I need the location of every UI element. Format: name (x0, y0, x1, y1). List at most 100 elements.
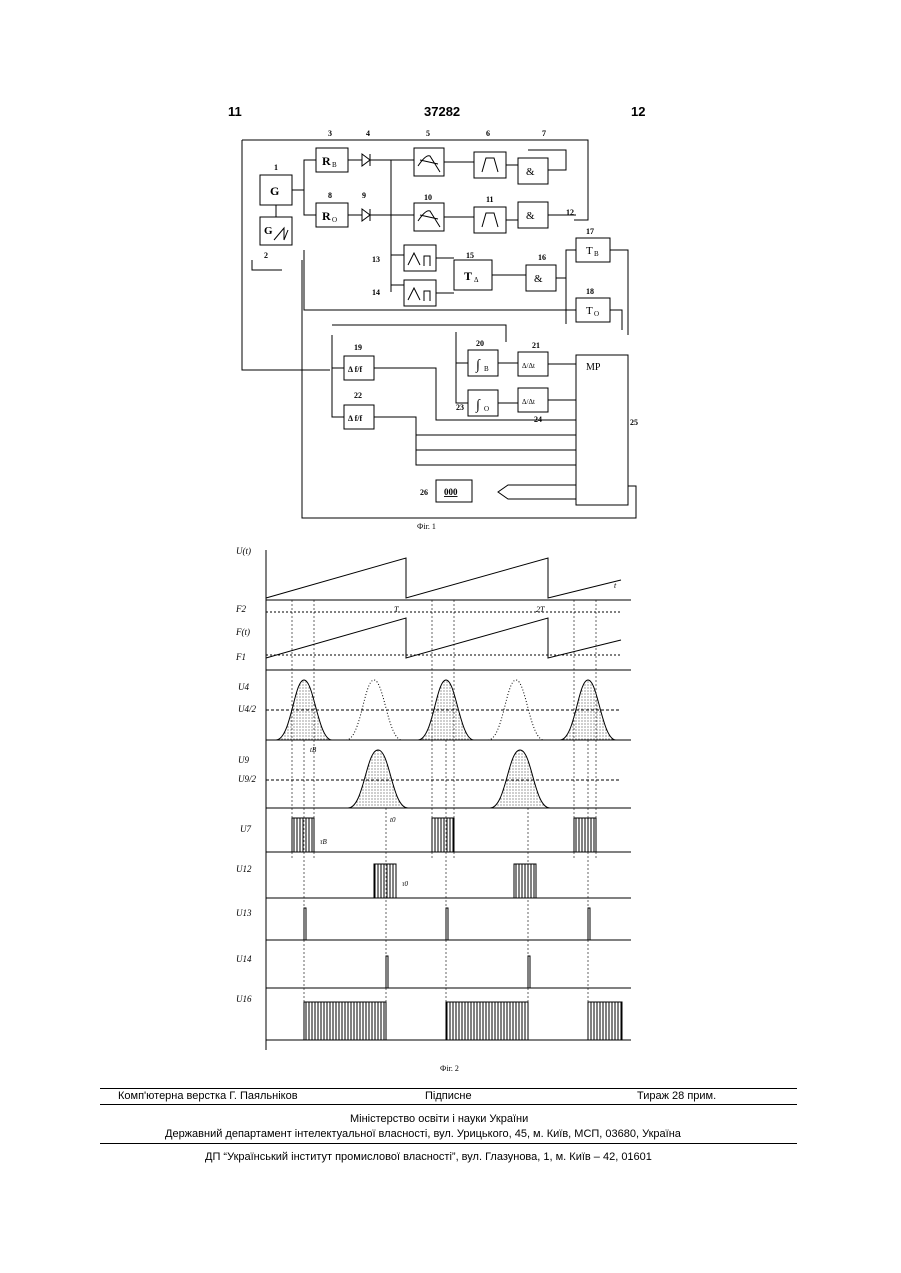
sawtooth-u (266, 558, 621, 598)
svg-text:&: & (526, 210, 535, 222)
svg-text:O: O (332, 216, 337, 224)
footer-rule-bottom (100, 1143, 797, 1144)
gate-u7-2 (432, 818, 454, 852)
svg-text:7: 7 (542, 129, 546, 138)
footer-institute: ДП “Український інститут промислової вла… (205, 1151, 652, 1163)
page-number-left: 11 (228, 104, 242, 119)
integrator-b (468, 350, 498, 376)
gate-u16-3 (588, 1002, 622, 1040)
feedback-line-2 (252, 260, 282, 270)
svg-text:R: R (322, 209, 331, 223)
svg-text:U14: U14 (236, 954, 252, 964)
peak-detector-6 (474, 152, 506, 178)
svg-text:&: & (526, 166, 535, 178)
trigger-to (576, 298, 610, 322)
svg-text:18: 18 (586, 287, 594, 296)
feedback-line-3 (304, 250, 566, 324)
gate-u12-1 (374, 864, 396, 898)
svg-text:Δ/Δt: Δ/Δt (522, 398, 535, 406)
spikes-u14 (386, 956, 530, 988)
svg-text:U4/2: U4/2 (238, 704, 257, 714)
svg-text:T: T (586, 245, 593, 257)
svg-text:15: 15 (466, 251, 474, 260)
svg-text:F2: F2 (236, 604, 246, 614)
svg-text:000: 000 (444, 487, 458, 497)
svg-text:20: 20 (476, 339, 484, 348)
svg-text:B: B (332, 161, 337, 169)
svg-text:T: T (464, 269, 472, 283)
page-number-right: 12 (631, 104, 645, 119)
gate-u16-1 (304, 1002, 386, 1040)
generator-label: G (270, 184, 279, 198)
footer-signed: Підписне (425, 1090, 472, 1102)
feedback-line-top (242, 140, 588, 220)
block-numbers: 1 2 3 4 5 6 7 8 9 10 11 12 13 14 15 16 1… (264, 129, 638, 497)
gen-out-lines (292, 160, 316, 215)
svg-text:U13: U13 (236, 908, 252, 918)
pulse-u9-2 (490, 750, 550, 808)
footer-rule-middle (100, 1104, 797, 1105)
svg-text:5: 5 (426, 129, 430, 138)
footer-layout: Комп'ютерна верстка Г. Паяльніков (118, 1090, 298, 1102)
gate-u7-3 (574, 818, 596, 852)
svg-text:U16: U16 (236, 994, 252, 1004)
svg-text:t: t (614, 581, 617, 590)
gate-u7-1 (292, 818, 314, 852)
svg-text:G: G (264, 225, 273, 237)
figure1-caption: Фіг. 1 (417, 522, 436, 531)
svg-text:∫: ∫ (475, 398, 481, 413)
svg-text:Δ f/f: Δ f/f (348, 414, 362, 423)
svg-text:Δ f/f: Δ f/f (348, 365, 362, 374)
svg-text:10: 10 (424, 193, 432, 202)
svg-text:U(t): U(t) (236, 546, 251, 556)
trigger-t-delta (454, 260, 492, 290)
svg-text:t0: t0 (390, 816, 396, 824)
svg-text:23: 23 (456, 403, 464, 412)
svg-text:6: 6 (486, 129, 490, 138)
threshold-14 (404, 280, 436, 306)
svg-text:12: 12 (566, 208, 574, 217)
svg-text:2: 2 (264, 251, 268, 260)
sawtooth-icon (274, 228, 288, 240)
svg-text:&: & (534, 273, 543, 285)
svg-text:τB: τB (320, 838, 328, 846)
svg-text:F1: F1 (236, 652, 246, 662)
svg-text:9: 9 (362, 191, 366, 200)
spikes-u13 (304, 908, 590, 940)
svg-text:4: 4 (366, 129, 370, 138)
svg-text:26: 26 (420, 488, 428, 497)
svg-text:МР: МР (586, 362, 601, 373)
svg-text:3: 3 (328, 129, 332, 138)
output-arrow (498, 485, 576, 499)
footer-circulation: Тираж 28 прим. (637, 1090, 716, 1102)
footer-department: Державний департамент інтелектуальної вл… (165, 1128, 681, 1140)
patent-number: 37282 (424, 104, 460, 119)
sawtooth-f (266, 618, 621, 658)
svg-text:∫: ∫ (475, 358, 481, 373)
svg-text:T: T (586, 305, 593, 317)
svg-text:B: B (484, 365, 489, 373)
trigger-tb (576, 238, 610, 262)
svg-text:14: 14 (372, 288, 380, 297)
svg-text:2T: 2T (536, 605, 545, 614)
svg-text:O: O (594, 310, 599, 318)
svg-text:16: 16 (538, 253, 546, 262)
microprocessor-block (576, 355, 628, 505)
svg-text:11: 11 (486, 195, 494, 204)
block-diagram: G G R B R O & & T Δ & T B T O (236, 120, 656, 520)
footer-rule-top (100, 1088, 797, 1089)
gate-u16-2 (446, 1002, 528, 1040)
timing-diagram: U(t) F2 F(t) F1 U4 U4/2 U9 U9/2 U7 U12 U… (236, 540, 636, 1060)
svg-text:R: R (322, 154, 331, 168)
svg-text:19: 19 (354, 343, 362, 352)
svg-text:21: 21 (532, 341, 540, 350)
integrator-o (468, 390, 498, 416)
svg-text:24: 24 (534, 415, 542, 424)
threshold-13 (404, 245, 436, 271)
svg-text:B: B (594, 250, 599, 258)
svg-text:25: 25 (630, 418, 638, 427)
svg-text:17: 17 (586, 227, 594, 236)
row-labels: U(t) F2 F(t) F1 U4 U4/2 U9 U9/2 U7 U12 U… (236, 546, 257, 1004)
footer-ministry: Міністерство освіти і науки України (350, 1113, 528, 1125)
svg-text:Δ: Δ (474, 276, 479, 284)
